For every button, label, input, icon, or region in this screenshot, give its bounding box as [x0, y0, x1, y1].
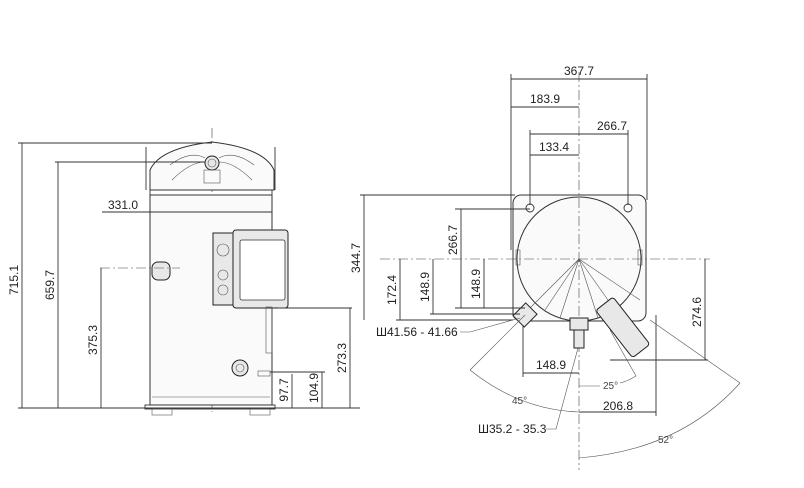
dim-label-344: 344.7	[349, 243, 363, 273]
dim-label-266v: 266.7	[446, 225, 460, 255]
dim-label-715: 715.1	[7, 265, 21, 295]
angle-label-45: 45°	[512, 396, 527, 407]
dim-label-206: 206.8	[603, 399, 633, 413]
dim-label-659: 659.7	[43, 270, 57, 300]
dim-label-183: 183.9	[530, 92, 560, 106]
dim-label-266h: 266.7	[597, 119, 627, 133]
discharge-fitting	[204, 155, 220, 171]
dim-label-375: 375.3	[86, 325, 100, 355]
suction-diameter-label: Ш41.56 - 41.66	[376, 325, 458, 339]
discharge-diameter-label: Ш35.2 - 35.3	[478, 422, 547, 436]
dim-label-331: 331.0	[108, 198, 138, 212]
side-view: 715.1 659.7 375.3 331.0 273.3 104.9 97.7…	[7, 128, 515, 416]
dim-label-97: 97.7	[277, 378, 291, 402]
sight-glass	[231, 359, 249, 377]
dim-label-274: 274.6	[690, 297, 704, 327]
dim-label-148c: 148.9	[536, 358, 566, 372]
terminal-box-top	[596, 297, 650, 358]
dim-label-148b: 148.9	[418, 272, 432, 302]
top-view: 367.7 183.9 266.7 133.4 266.7 148.9 148.…	[376, 64, 741, 470]
dim-label-172: 172.4	[385, 275, 399, 305]
dim-label-367: 367.7	[564, 64, 594, 78]
suction-fitting	[151, 261, 171, 281]
angle-label-52: 52°	[658, 435, 673, 446]
dim-label-133: 133.4	[539, 140, 569, 154]
discharge-port	[569, 317, 589, 331]
dim-label-104: 104.9	[307, 373, 321, 403]
dim-label-273: 273.3	[335, 343, 349, 373]
angle-label-25: 25°	[603, 381, 618, 392]
dim-label-148a: 148.9	[469, 269, 483, 299]
